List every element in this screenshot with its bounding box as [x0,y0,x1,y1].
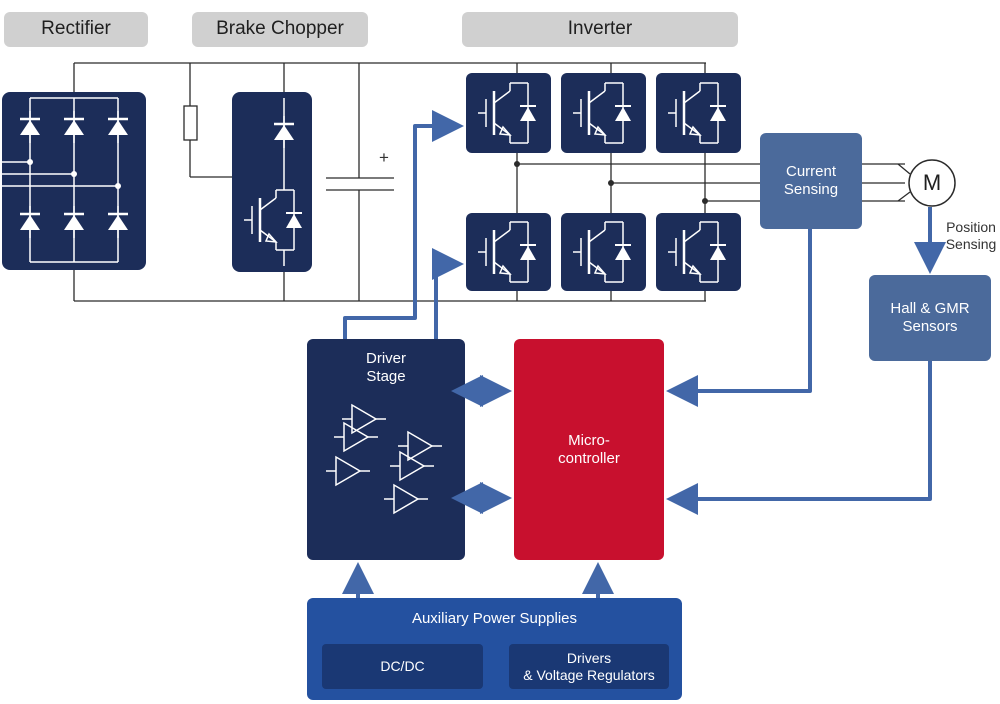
driver-stage-label: Driver Stage [366,350,406,385]
capacitor-plus-sign: + [379,147,389,167]
motor-symbol [908,159,956,207]
aux-power-label: Auxiliary Power Supplies [411,610,578,627]
inverter-switches [466,73,741,291]
drivers-regulators-label: Drivers & Voltage Regulators [523,649,655,683]
microcontroller-label: Micro- controller [558,431,620,467]
motor-label: M [922,169,942,195]
hall-gmr-label: Hall & GMR Sensors [890,300,970,335]
microcontroller-block [514,339,664,560]
hall-gmr-block [869,275,991,361]
dcdc-label: DC/DC [380,658,425,675]
brake-chopper-label: Brake Chopper [192,12,368,47]
rectifier-label: Rectifier [4,12,148,47]
brake-resistor [183,105,198,141]
brake-chopper-block [232,92,312,272]
signal-arrows [342,110,946,598]
current-sensing-block [760,133,862,229]
driver-stage-block [307,339,465,560]
position-sensing-label: Position Sensing [945,219,997,252]
current-sensing-label: Current Sensing [783,163,839,198]
inverter-label: Inverter [462,12,738,47]
rectifier-block [2,92,146,270]
junction-dots [514,161,708,204]
aux-power-block [307,598,682,700]
